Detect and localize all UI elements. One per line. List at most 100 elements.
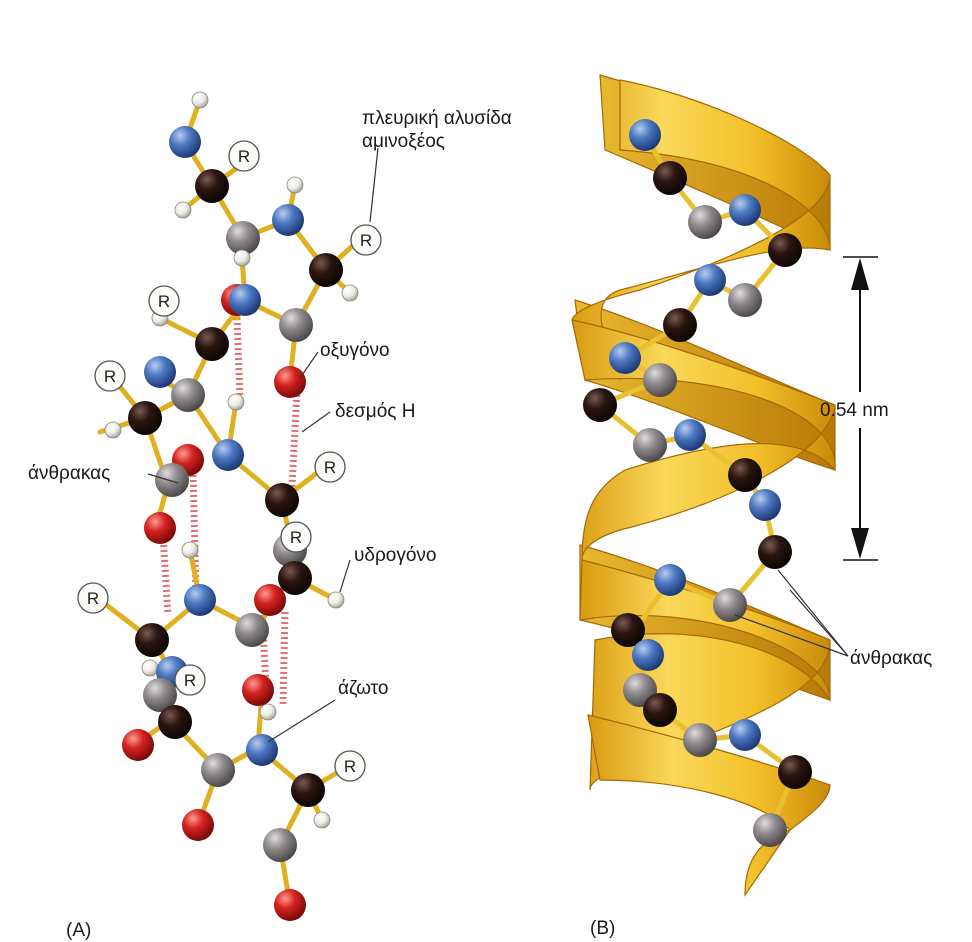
r-group-letter: R bbox=[238, 147, 250, 166]
r-group-letter: R bbox=[104, 367, 116, 386]
nitrogen-atom bbox=[609, 342, 641, 374]
carbon-atom bbox=[235, 613, 269, 647]
label-side-chain-line1: πλευρική αλυσίδα bbox=[362, 108, 512, 129]
hydrogen-atom bbox=[286, 176, 304, 194]
carbon-alpha-atom bbox=[309, 253, 343, 287]
oxygen-atom bbox=[254, 584, 286, 616]
carbon-alpha-atom bbox=[195, 327, 229, 361]
r-group-letter: R bbox=[290, 528, 302, 547]
r-group: R bbox=[314, 451, 346, 483]
nitrogen-atom bbox=[654, 564, 686, 596]
nitrogen-atom bbox=[729, 194, 761, 226]
hydrogen-atom bbox=[104, 421, 122, 439]
label-oxygen: οξυγόνο bbox=[320, 340, 390, 361]
r-group-letter: R bbox=[158, 292, 170, 311]
carbon-atom bbox=[201, 753, 235, 787]
nitrogen-atom bbox=[169, 126, 201, 158]
carbon-atom bbox=[688, 205, 722, 239]
nitrogen-atom bbox=[632, 639, 664, 671]
r-groups: R R R R R R R R R bbox=[77, 140, 382, 782]
r-group-letter: R bbox=[344, 757, 356, 776]
label-carbon-a: άνθρακας bbox=[28, 463, 111, 484]
nitrogen-atom bbox=[694, 264, 726, 296]
carbon-alpha-atom bbox=[653, 161, 687, 195]
hydrogen-atom bbox=[227, 393, 245, 411]
carbon-atom bbox=[713, 588, 747, 622]
hydrogen-atom bbox=[327, 591, 345, 609]
r-group: R bbox=[174, 664, 206, 696]
carbon-alpha-atom bbox=[195, 169, 229, 203]
carbon-atom bbox=[155, 463, 189, 497]
oxygen-atom bbox=[182, 809, 214, 841]
panel-label-a: (A) bbox=[66, 920, 92, 941]
carbon-alpha-atom bbox=[128, 401, 162, 435]
r-group-letter: R bbox=[324, 458, 336, 477]
carbon-alpha-atom bbox=[265, 483, 299, 517]
oxygen-atom bbox=[274, 366, 306, 398]
label-pitch: 0.54 nm bbox=[820, 400, 889, 421]
nitrogen-atom bbox=[729, 719, 761, 751]
carbon-alpha-atom bbox=[583, 388, 617, 422]
carbon-alpha-atom bbox=[158, 705, 192, 739]
r-group-circle bbox=[174, 664, 206, 696]
carbon-atom bbox=[683, 723, 717, 757]
r-group: R bbox=[280, 521, 312, 553]
carbon-alpha-atom bbox=[135, 623, 169, 657]
carbon-alpha-atom bbox=[758, 535, 792, 569]
r-group: R bbox=[334, 750, 366, 782]
hydrogen-atom bbox=[341, 284, 359, 302]
hydrogen-atom bbox=[233, 249, 251, 267]
hydrogen-atom bbox=[181, 541, 199, 559]
carbon-atom bbox=[753, 813, 787, 847]
hydrogen-atom bbox=[313, 811, 331, 829]
label-hydrogen: υδρογόνο bbox=[354, 545, 437, 566]
pitch-dimension bbox=[843, 256, 878, 561]
atoms-panel-a bbox=[91, 91, 359, 921]
carbon-atom bbox=[643, 363, 677, 397]
panel-a-ball-and-stick: R R R R R R R R R bbox=[77, 91, 382, 921]
oxygen-atom bbox=[242, 674, 274, 706]
r-group-circle bbox=[314, 451, 346, 483]
r-group-circle bbox=[228, 140, 260, 172]
hydrogen-bonds bbox=[159, 317, 301, 706]
r-group: R bbox=[77, 582, 109, 614]
nitrogen-atom bbox=[144, 356, 176, 388]
hydrogen-atom bbox=[141, 659, 159, 677]
r-group-circle bbox=[148, 285, 180, 317]
carbon-alpha-atom bbox=[278, 561, 312, 595]
r-group-letter: R bbox=[360, 231, 372, 250]
r-group-letter: R bbox=[184, 671, 196, 690]
hydrogen-atom bbox=[191, 91, 209, 109]
label-h-bond: δεσμός H bbox=[335, 401, 416, 422]
panel-b-ribbon-helix bbox=[571, 74, 878, 897]
oxygen-atom bbox=[274, 889, 306, 921]
r-group-circle bbox=[350, 224, 382, 256]
carbon-alpha-atom bbox=[611, 613, 645, 647]
oxygen-atom bbox=[144, 512, 176, 544]
oxygen-atom bbox=[122, 729, 154, 761]
label-nitrogen: άζωτο bbox=[338, 678, 389, 699]
carbon-alpha-atom bbox=[728, 458, 762, 492]
panel-label-b: (B) bbox=[590, 918, 616, 939]
r-group-circle bbox=[280, 521, 312, 553]
carbon-alpha-atom bbox=[768, 233, 802, 267]
r-group-circle bbox=[334, 750, 366, 782]
carbon-alpha-atom bbox=[643, 693, 677, 727]
nitrogen-atom bbox=[246, 734, 278, 766]
pointer-lines-a bbox=[147, 147, 379, 743]
nitrogen-atom bbox=[272, 204, 304, 236]
hydrogen-atom bbox=[259, 703, 277, 721]
nitrogen-atom bbox=[212, 439, 244, 471]
r-group: R bbox=[94, 360, 126, 392]
r-group: R bbox=[228, 140, 260, 172]
r-group-letter: R bbox=[87, 589, 99, 608]
r-group-circle bbox=[94, 360, 126, 392]
carbon-alpha-atom bbox=[778, 755, 812, 789]
label-carbon-b: άνθρακας bbox=[850, 648, 933, 669]
r-group: R bbox=[350, 224, 382, 256]
carbon-atom bbox=[279, 308, 313, 342]
nitrogen-atom bbox=[229, 284, 261, 316]
ribbon-front bbox=[571, 79, 836, 897]
nitrogen-atom bbox=[749, 489, 781, 521]
